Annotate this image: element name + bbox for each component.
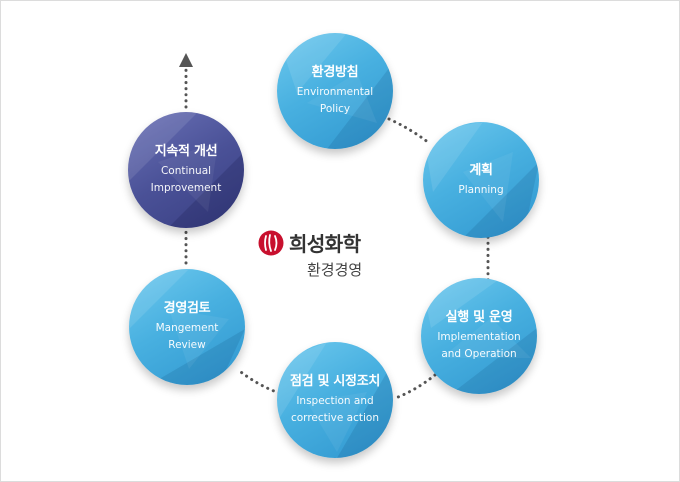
facet-pattern (277, 342, 393, 458)
node-title: 지속적 개선 (154, 144, 218, 159)
facet-pattern (129, 269, 245, 385)
node-subtitle: Mangement Review (155, 322, 219, 351)
company-name: 희성화학 (289, 232, 361, 256)
facet-pattern (128, 112, 244, 228)
node-subtitle: Inspection and corrective action (290, 395, 379, 424)
connector-implementation-to-inspection (391, 373, 437, 401)
node-implementation-and-operation: 실행 및 운영 Implementation and Operation (421, 278, 537, 394)
node-title: 경영검토 (163, 301, 211, 316)
node-subtitle: Implementation and Operation (437, 331, 521, 360)
node-title: 환경방침 (311, 65, 359, 80)
center-subtitle: 환경경영 (307, 261, 363, 279)
connector-inspection-to-review (235, 367, 281, 395)
facet-pattern (423, 122, 539, 238)
node-continual-improvement: 지속적 개선 Continual Improvement (128, 112, 244, 228)
node-subtitle: Environmental Policy (296, 86, 374, 115)
node-environmental-policy: 환경방침 Environmental Policy (277, 33, 393, 149)
node-planning: 계획 Planning (423, 122, 539, 238)
node-management-review: 경영검토 Mangement Review (129, 269, 245, 385)
node-inspection-and-corrective-action: 점검 및 시정조치 Inspection and corrective acti… (277, 342, 393, 458)
center-label: 희성화학 환경경영 (251, 227, 401, 287)
node-title: 실행 및 운영 (445, 310, 513, 325)
facet-pattern (277, 33, 393, 149)
node-subtitle: Planning (458, 183, 504, 196)
connector-policy-to-planning (387, 117, 431, 145)
arrowhead-icon (179, 53, 193, 67)
node-subtitle: Continual Improvement (150, 165, 222, 194)
node-title: 계획 (469, 162, 493, 178)
facet-pattern (421, 278, 537, 394)
node-title: 점검 및 시정조치 (289, 374, 381, 389)
company-logo-icon (258, 230, 284, 256)
